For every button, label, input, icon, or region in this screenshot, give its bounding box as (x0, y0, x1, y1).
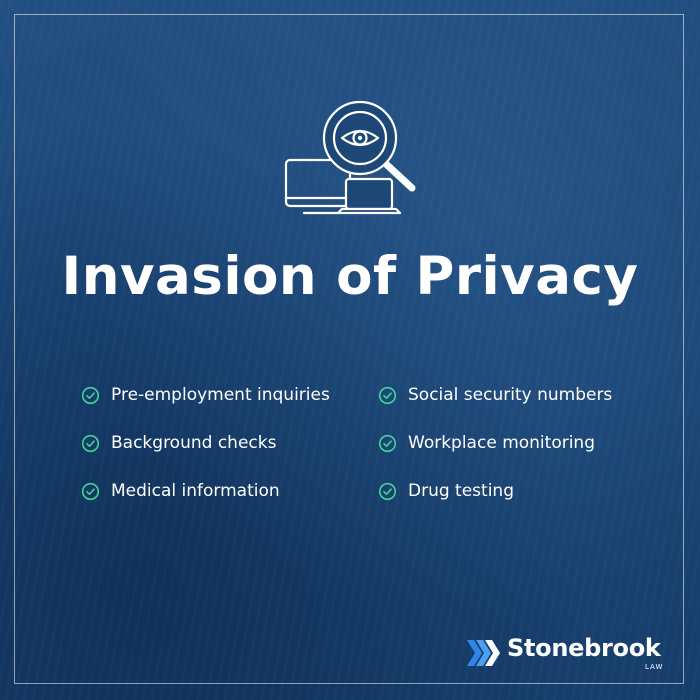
check-circle-icon (81, 482, 100, 500)
list-item: Background checks (81, 431, 330, 455)
list-item-label: Social security numbers (408, 385, 613, 405)
list-item-label: Drug testing (408, 481, 514, 501)
list-item: Social security numbers (378, 383, 612, 407)
border-frame (14, 14, 684, 684)
list-item: Workplace monitoring (378, 431, 612, 455)
privacy-list-right: Social security numbers Workplace monito… (378, 383, 612, 527)
list-item: Drug testing (378, 479, 612, 503)
list-item-label: Pre-employment inquiries (111, 385, 330, 405)
check-circle-icon (378, 386, 397, 404)
list-item: Medical information (81, 479, 330, 503)
list-item-label: Workplace monitoring (408, 433, 595, 453)
page-title: Invasion of Privacy (61, 246, 639, 307)
list-item-label: Background checks (111, 433, 277, 453)
check-circle-icon (81, 434, 100, 452)
devices-magnifier-eye-icon (284, 100, 416, 215)
list-item-label: Medical information (111, 481, 280, 501)
check-circle-icon (81, 386, 100, 404)
brand-subtitle: LAW (645, 663, 664, 671)
check-circle-icon (378, 434, 397, 452)
list-item: Pre-employment inquiries (81, 383, 330, 407)
check-circle-icon (378, 482, 397, 500)
privacy-list-left: Pre-employment inquiries Background chec… (81, 383, 330, 527)
stonebrook-logo-icon (467, 640, 500, 666)
brand-name: Stonebrook (507, 634, 661, 662)
